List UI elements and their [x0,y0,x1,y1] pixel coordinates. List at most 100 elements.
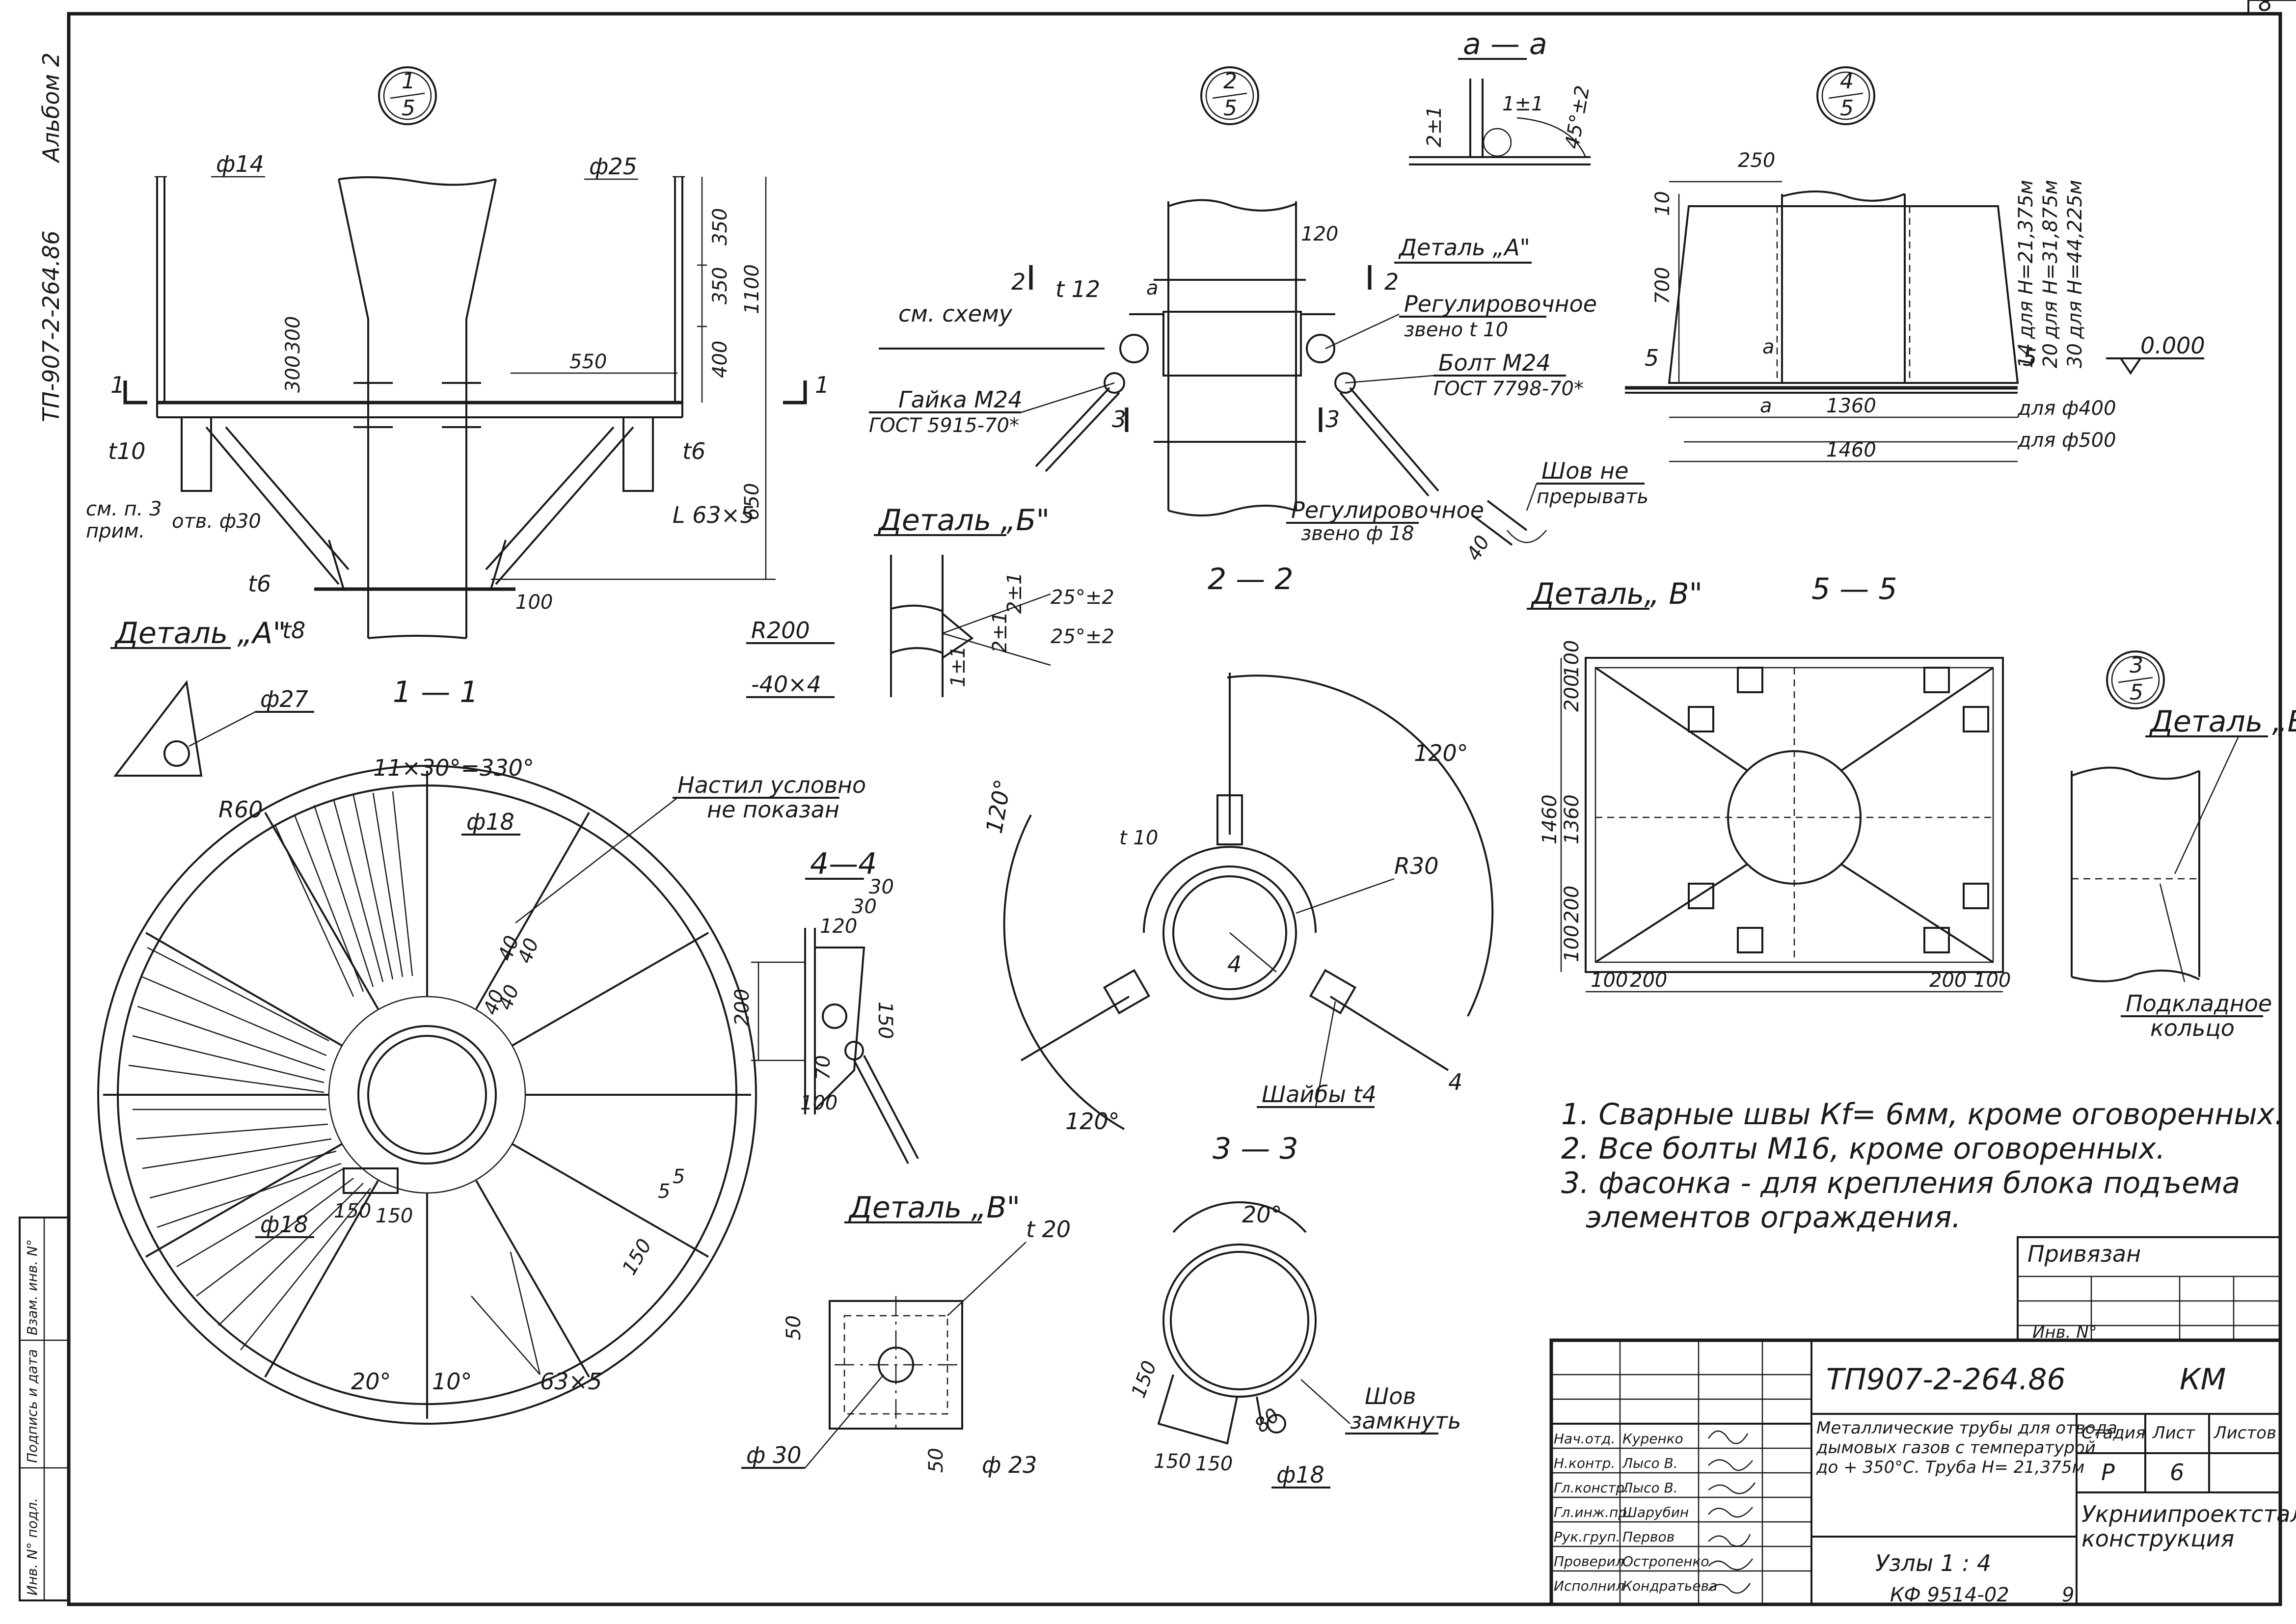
section-1-1-title: 1 — 1 [393,675,479,709]
view-bubble-2-5 [1200,66,1259,125]
view-bubble-3-5 [2106,650,2165,709]
label-l63x5-plan: 63×5 [540,1368,602,1395]
dim-33-150-b: 150 [1154,1450,1191,1473]
page-number: 8 [2258,0,2272,16]
label-ang120-c: 120° [1065,1108,1120,1135]
label-sm-shemu: см. схему [898,300,1013,327]
section-5-5: 200 100 1460 1360 100 200 100 200 200 10… [1539,640,2011,993]
dim-44-70: 70 [812,1055,835,1080]
dim-55-1360: 1360 [1561,794,1583,844]
section-4-4: 4—4 30 30 120 200 150 70 100 [731,847,919,1164]
staff-name-4: Первов [1622,1529,1675,1545]
plan-view-1-1: ф27 R60 11×30°=330° [97,680,866,1425]
dim-55-100c: 100 [1591,969,1628,992]
dim-10: 10 [1651,191,1674,216]
title-sheets-header: Листов [2213,1423,2276,1443]
grating [128,791,413,1351]
dim-50a: 50 [783,1315,805,1340]
label-shov-33: Шов [1365,1383,1416,1409]
title-block: Нач.отд. Куренко Н.контр. Лысо В. Гл.кон… [1549,1338,2296,1606]
dim-300a: 300 [282,355,304,393]
dim-44-30a: 30 [869,876,894,898]
label-ang20-33: 20° [1242,1201,1282,1228]
label-h3: для Н=44,225м [2064,180,2086,339]
dim-33-150-left: 150 [1127,1358,1161,1401]
dim-150-c: 150 [618,1235,656,1279]
dim-300b: 300 [282,316,304,353]
label-podklad: Подкладное [2126,990,2272,1017]
title-drawing-name: Узлы 1 : 4 [1875,1550,1991,1576]
bubble-2-5-num: 2 [1223,69,1237,94]
cut-mark-3-left: 3 [1112,406,1126,433]
label-phi27: ф27 [260,686,308,712]
archive-code: КФ 9514-02 [1890,1584,2009,1606]
title-sheet: 6 [2170,1459,2184,1486]
label-ang20: 20° [351,1368,391,1395]
label-phi25: ф25 [589,153,637,180]
title-desc-3: до + 350°С. Труба Н= 21,375м [1816,1458,2084,1477]
left-stamp: Взам. инв. N° Подпись и дата Инв. N° под… [19,1217,70,1601]
label-l63x5: L 63×5 [673,502,755,528]
staff-name-6: Кондратьева [1622,1578,1717,1594]
dim-14: 14 [2015,343,2037,368]
dim-55-1460: 1460 [1539,794,1561,844]
dim-100: 100 [515,591,553,614]
dim-45-aa: 45°±2 [1561,84,1594,151]
archive-suffix: 9 [2062,1584,2074,1606]
label-zveno-t10: звено t 10 [1404,319,1508,341]
dim-650: 650 [741,483,763,520]
bubble-4-5-den: 5 [1840,96,1854,121]
bubble-3-5-num: 3 [2130,653,2143,678]
label-gayka: Гайка М24 [898,386,1023,413]
dim-55-200d: 200 [1929,969,1967,992]
label-reg-zveno-2: Регулировочное [1291,497,1484,523]
cut-mark-5-left: 5 [1645,345,1659,371]
stamp-podpis: Подпись и дата [24,1349,40,1463]
label-a: а [1146,277,1159,299]
cut-mark-2-right: 2 [1384,269,1399,295]
dim-55-200c: 200 [1630,969,1667,992]
label-gost5915: ГОСТ 5915-70* [869,414,1019,437]
label-h1: для Н=21,375м [2015,180,2037,339]
label-t20: t 20 [1026,1216,1071,1243]
detail-v2-title: Деталь„ В" [1530,577,1702,611]
label-h2: для Н=31,875м [2039,180,2062,339]
staff-role-5: Проверил [1554,1553,1624,1570]
sheet-frame: 8 Альбом 2 ТП-907-2-264.86 [38,0,2296,1606]
dim-2pm1-aa: 2±1 [1423,106,1446,147]
dim-2pm1-a: 2±1 [989,612,1011,653]
label-phi30: ф 30 [746,1442,801,1468]
label-r30: R30 [1394,853,1439,879]
detail-a-ref-title: Деталь „А" [114,616,286,650]
section-4-4-title: 4—4 [810,847,877,881]
dim-44-120: 120 [820,915,857,938]
label-a-view4-2: а [1760,395,1772,417]
anchor-boxes [1688,667,1989,953]
dim-2pm1-b: 2±1 [1003,572,1026,614]
staff-name-3: Шарубин [1622,1504,1689,1520]
section-5-5-title: 5 — 5 [1811,572,1897,606]
dim-150-b: 150 [376,1205,413,1227]
staff-name-5: Остропенко [1622,1553,1709,1570]
label-phi14: ф14 [216,151,264,177]
detail-b2-title: Деталь „Б" [2149,704,2296,739]
dim-700: 700 [1651,267,1674,304]
note-3: 3. фасонка - для крепления блока подъема [1561,1166,2240,1200]
dim-550: 550 [569,351,607,373]
view-3-5: 3 5 Деталь „Б" Подкладное кольцо [2071,650,2296,1041]
title-org-1: Укрниипроектстальк- [2081,1501,2296,1527]
cut-mark-4-top: 4 [1227,951,1242,977]
label-zveno-phi18: звено ф 18 [1301,522,1414,545]
staff-role-3: Гл.инж.пр. [1554,1504,1631,1520]
bubble-1-5-den: 5 [402,96,415,121]
dim-40: 40 [1462,532,1494,565]
title-sheet-header: Лист [2152,1423,2195,1443]
detail-b-title: Деталь „Б" [877,503,1050,538]
label-r60: R60 [218,796,263,823]
dim-55-100a: 100 [1561,640,1583,677]
dim-44-200: 200 [731,989,754,1026]
cut-mark-4-bottom: 4 [1448,1069,1462,1095]
view-2-5: 2 5 120 t 12 а см. схему 2 2 3 3 Гайка М… [869,66,1597,596]
bubble-4-5-num: 4 [1840,69,1854,94]
label-reg-zveno: Регулировочное [1404,291,1597,317]
